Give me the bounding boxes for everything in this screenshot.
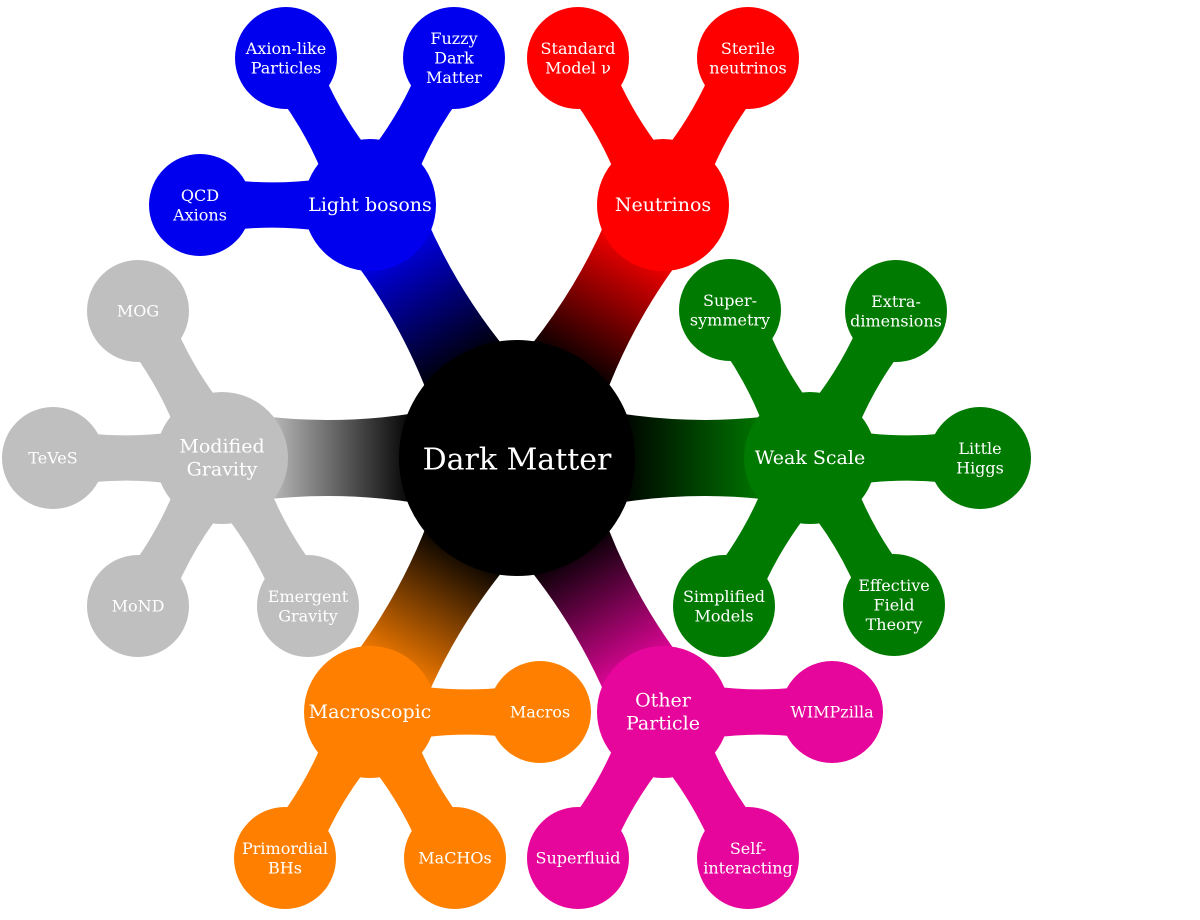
leaf-node-supersymmetry bbox=[679, 259, 781, 361]
leaf-node-emergent-gravity bbox=[257, 555, 359, 657]
leaf-node-machos bbox=[404, 807, 506, 909]
leaf-node-self-interacting bbox=[697, 807, 799, 909]
branch-node-macroscopic bbox=[304, 646, 436, 778]
branch-node-other-particle bbox=[597, 646, 729, 778]
leaf-node-extra-dimensions bbox=[845, 260, 947, 362]
leaf-node-label-supersymmetry: Super-symmetry bbox=[690, 291, 770, 330]
branch-node-label-weak-scale: Weak Scale bbox=[755, 447, 865, 469]
root-node-label: Dark Matter bbox=[423, 443, 612, 478]
leaf-node-label-extra-dimensions: Extra-dimensions bbox=[850, 292, 942, 331]
branch-node-modified-gravity bbox=[156, 392, 288, 524]
leaf-node-wimpzilla bbox=[781, 661, 883, 763]
branch-node-label-macroscopic: Macroscopic bbox=[309, 701, 432, 723]
branch-node-neutrinos bbox=[597, 139, 729, 271]
leaf-node-label-macros: Macros bbox=[510, 703, 570, 722]
leaf-node-label-machos: MaCHOs bbox=[418, 849, 491, 868]
root-node bbox=[399, 340, 635, 576]
leaf-node-primordial-bhs bbox=[234, 807, 336, 909]
leaf-node-label-self-interacting: Self-interacting bbox=[703, 839, 793, 878]
leaf-node-little-higgs bbox=[929, 407, 1031, 509]
branch-node-light-bosons bbox=[304, 139, 436, 271]
leaf-node-label-teves: TeVeS bbox=[28, 449, 77, 468]
leaf-node-teves bbox=[2, 407, 104, 509]
leaf-node-label-mog: MOG bbox=[117, 302, 159, 321]
leaf-node-fuzzy-dark-matter bbox=[403, 7, 505, 109]
leaf-node-label-wimpzilla: WIMPzilla bbox=[790, 703, 874, 722]
leaf-node-standard-model-nu bbox=[527, 7, 629, 109]
branch-node-weak-scale bbox=[744, 392, 876, 524]
leaf-node-mog bbox=[87, 260, 189, 362]
leaf-node-qcd-axions bbox=[149, 154, 251, 256]
leaf-node-axion-like-particles bbox=[235, 7, 337, 109]
leaf-node-superfluid bbox=[527, 807, 629, 909]
leaf-node-label-mond: MoND bbox=[112, 597, 165, 616]
leaf-node-mond bbox=[87, 555, 189, 657]
leaf-node-simplified-models bbox=[673, 555, 775, 657]
leaf-node-label-superfluid: Superfluid bbox=[536, 849, 621, 868]
leaf-node-macros bbox=[489, 661, 591, 763]
branch-node-label-neutrinos: Neutrinos bbox=[615, 194, 711, 216]
leaf-node-sterile-neutrinos bbox=[697, 7, 799, 109]
leaf-node-effective-field-theory bbox=[843, 554, 945, 656]
branch-node-label-light-bosons: Light bosons bbox=[308, 194, 432, 216]
